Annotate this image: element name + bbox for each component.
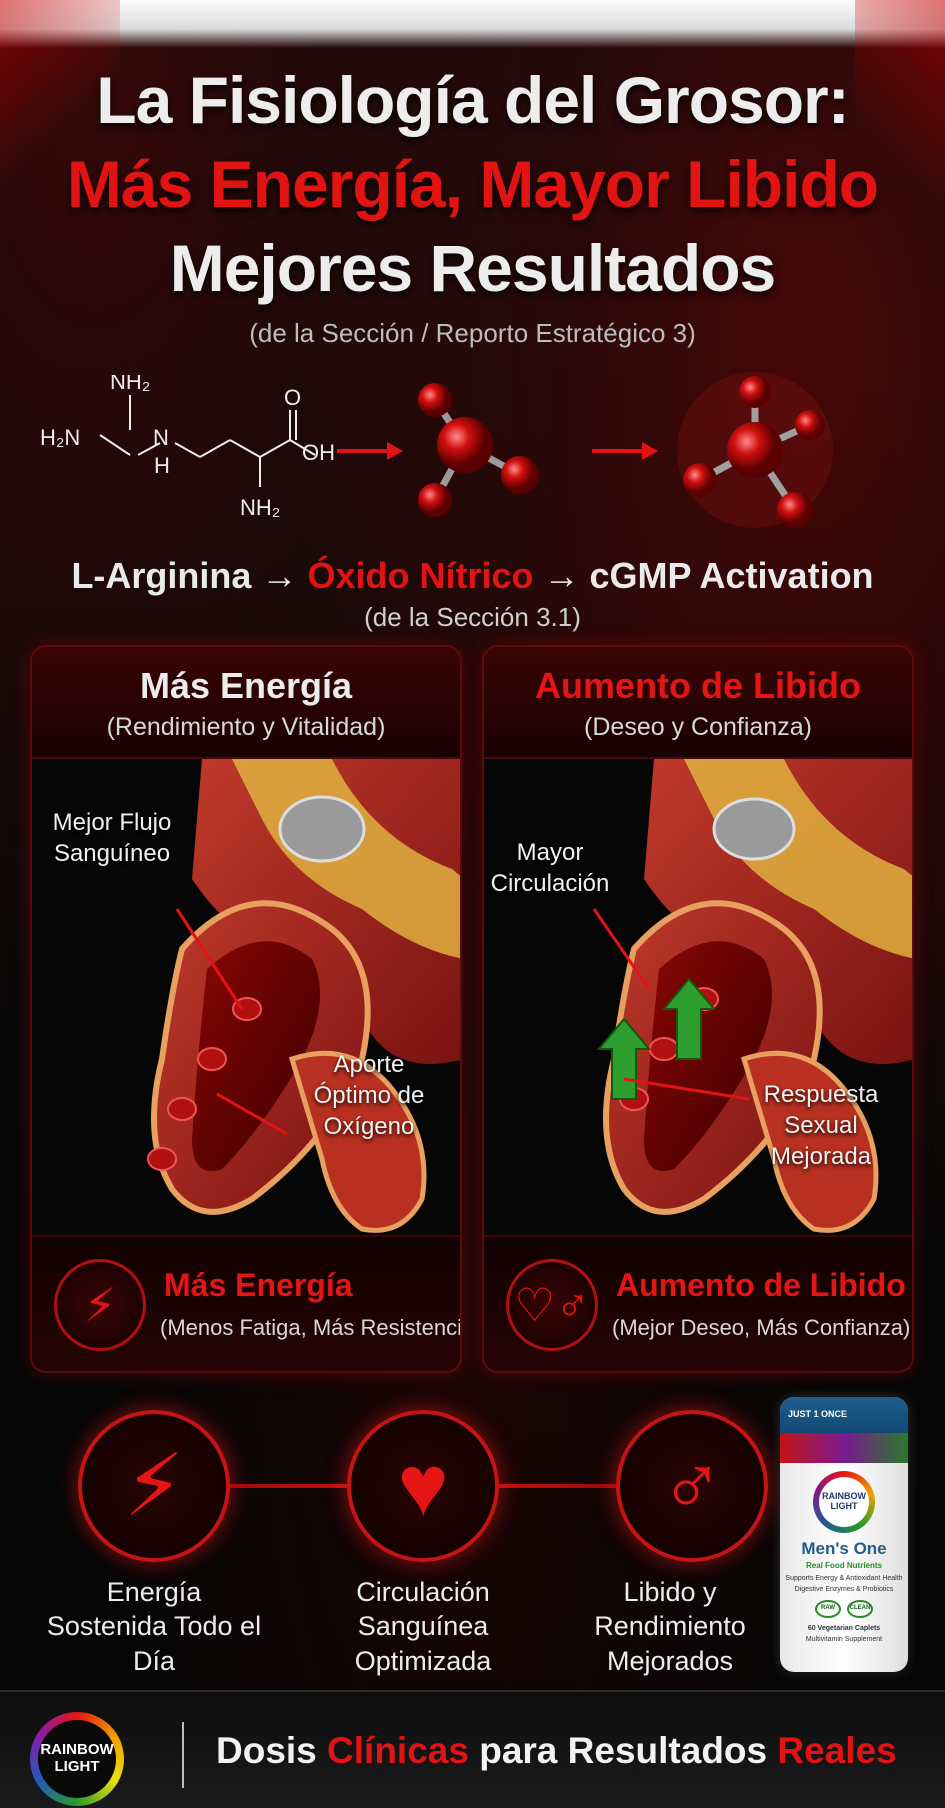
top-strip (0, 0, 945, 48)
arrow-right-icon (592, 442, 658, 460)
anatomy-illustration-svg (592, 759, 912, 1233)
formula-h2n: H₂N (40, 425, 80, 450)
product-line3: Digestive Enzymes & Probiotics (794, 1586, 894, 1594)
product-bottle: JUST 1 ONCE RAINBOW LIGHT Men's One Real… (780, 1397, 908, 1672)
arrow-right-icon (337, 442, 403, 460)
formula-n: N (153, 425, 169, 450)
panel-header: Aumento de Libido (Deseo y Confianza) (484, 647, 912, 759)
tagline-part-d: Reales (777, 1730, 897, 1771)
label-sexual-response: Respuesta Sexual Mejorada (763, 1081, 879, 1171)
subtitle: (de la Sección / Reporto Estratégico 3) (249, 318, 696, 348)
logo-line-1: RAINBOW (40, 1741, 114, 1758)
label-blood-flow: Mejor Flujo Sanguíneo (52, 809, 172, 868)
benefit-label-energy: Energía Sostenida Todo el Día (46, 1577, 262, 1676)
tagline-part-a: Dosis (216, 1730, 317, 1771)
title-line-1: La Fisiología del Grosor: (96, 63, 849, 137)
heart-male-icon: ♡♂ (506, 1259, 598, 1351)
formula-o: O (284, 385, 301, 410)
anatomy-illustration-svg (147, 759, 460, 1233)
pathway-source: (de la Sección 3.1) (364, 602, 581, 632)
formula-nh2-top: NH₂ (110, 375, 150, 394)
footer-divider (182, 1722, 184, 1788)
formula-nh2-bottom: NH₂ (240, 495, 280, 520)
rainbow-light-logo: RAINBOW LIGHT (30, 1712, 124, 1806)
product-line1: Real Food Nutrients (805, 1561, 882, 1570)
lightning-icon: ⚡ (54, 1259, 146, 1351)
panel-header: Más Energía (Rendimiento y Vitalidad) (32, 647, 460, 759)
bottle-band (780, 1433, 908, 1463)
glowing-molecule-icon (677, 372, 833, 528)
panel-title: Aumento de Libido (535, 665, 861, 706)
heart-icon: ♥ (347, 1410, 499, 1562)
product-name: Men's One (801, 1539, 887, 1558)
molecule-icon (418, 383, 539, 517)
footer-title: Aumento de Libido (616, 1267, 906, 1303)
footer: RAINBOW LIGHT Dosis Clínicas para Result… (0, 1690, 945, 1808)
title-line-3: Mejores Resultados (169, 231, 777, 305)
product-count: 60 Vegetarian Caplets (807, 1624, 881, 1632)
anatomy-illustration: Mejor Flujo Sanguíneo Aporte Óptimo de O… (32, 759, 460, 1237)
corner-accent-left (0, 0, 120, 200)
tagline-part-c: para Resultados (479, 1730, 768, 1771)
panel-subtitle: (Rendimiento y Vitalidad) (106, 713, 386, 741)
pathway-line: L-Arginina → Óxido Nítrico → cGMP Activa… (0, 555, 945, 597)
panel-subtitle: (Deseo y Confianza) (584, 713, 812, 741)
tagline-part-b: Clínicas (327, 1730, 469, 1771)
seal-clean: CLEAN (847, 1599, 873, 1618)
pathway-step-3: → cGMP Activation (543, 555, 874, 596)
product-type: Multivitamin Supplement (805, 1636, 883, 1644)
seal-raw: RAW (815, 1599, 841, 1618)
product-seals: RAW CLEAN (780, 1599, 908, 1618)
formula-oh: OH (302, 440, 335, 465)
logo-text: RAINBOW LIGHT (38, 1720, 116, 1798)
panel-footer: ⚡ Más Energía (Menos Fatiga, Más Resiste… (32, 1235, 460, 1371)
title-line-2: Más Energía, Mayor Libido (66, 147, 879, 221)
brand-logo-text: RAINBOW LIGHT (819, 1477, 869, 1527)
formula-h: H (154, 453, 170, 478)
pathway-step-2: Óxido Nítrico (307, 555, 534, 596)
lightning-icon: ⚡ (78, 1410, 230, 1562)
panel-footer: ♡♂ Aumento de Libido (Mejor Deseo, Más C… (484, 1235, 912, 1371)
anatomy-illustration: Mayor Circulación Respuesta Sexual Mejor… (484, 759, 912, 1237)
label-oxygen: Aporte Óptimo de Oxígeno (313, 1051, 425, 1141)
benefit-label-libido: Libido y Rendimiento Mejorados (594, 1577, 746, 1676)
benefit-label-circulation: Circulación Sanguínea Optimizada (354, 1577, 492, 1676)
label-circulation: Mayor Circulación (490, 839, 610, 898)
panel-energy: Más Energía (Rendimiento y Vitalidad) Me… (30, 645, 462, 1373)
footer-subtitle: (Menos Fatiga, Más Resistencia) (160, 1315, 462, 1340)
logo-line-2: LIGHT (54, 1758, 100, 1776)
brand-logo: RAINBOW LIGHT (813, 1471, 875, 1533)
male-symbol-icon: ♂ (616, 1410, 768, 1562)
corner-accent-right (855, 0, 945, 260)
footer-tagline: Dosis Clínicas para Resultados Reales (216, 1730, 897, 1772)
footer-subtitle: (Mejor Deseo, Más Confianza) (612, 1315, 911, 1340)
bottle-cap: JUST 1 ONCE (780, 1397, 908, 1433)
product-line2: Supports Energy & Antioxidant Health (785, 1574, 903, 1582)
pathway-step-1: L-Arginina → (71, 555, 298, 596)
panel-title: Más Energía (139, 665, 353, 706)
footer-title: Más Energía (164, 1267, 353, 1303)
arginine-formula: NH₂ H₂N N H NH₂ O OH (40, 375, 335, 520)
panel-libido: Aumento de Libido (Deseo y Confianza) Ma… (482, 645, 914, 1373)
